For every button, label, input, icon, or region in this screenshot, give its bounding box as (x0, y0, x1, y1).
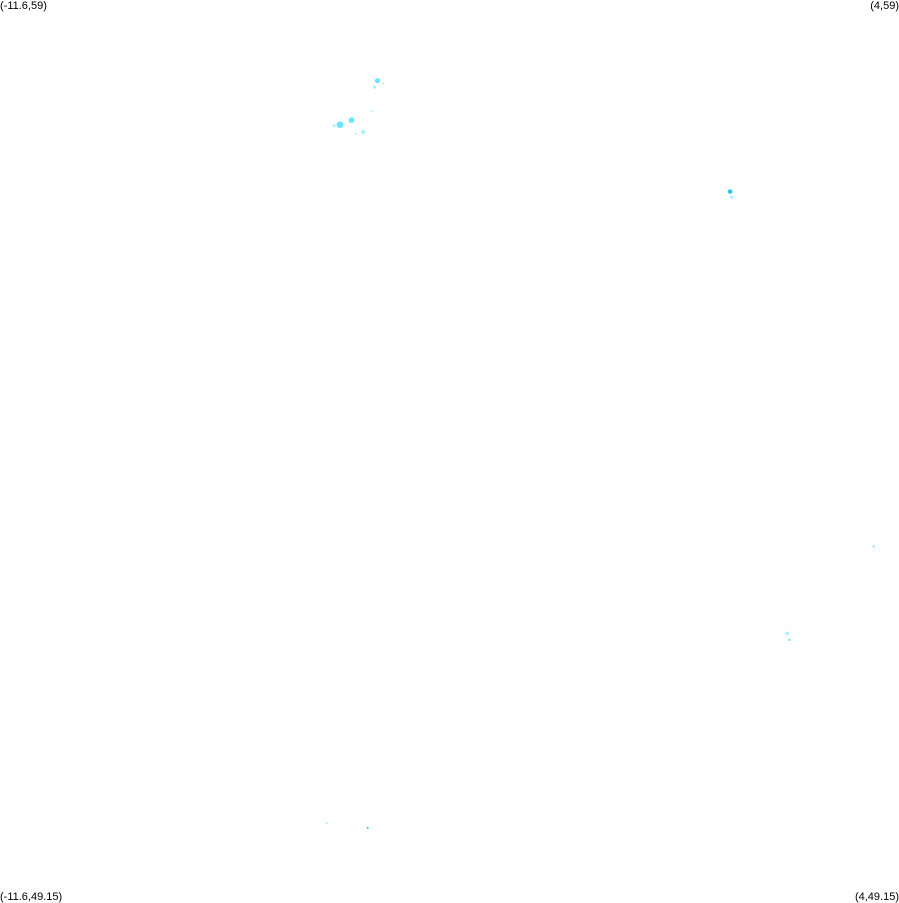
map-feature-f13 (785, 631, 790, 636)
map-feature-f4 (348, 117, 355, 123)
map-feature-f15 (325, 822, 328, 825)
corner-label-bottom-left: (-11.6,49.15) (0, 891, 63, 903)
map-feature-f14 (788, 638, 791, 642)
map-feature-f1 (374, 78, 381, 84)
corner-label-top-right: (4,59) (870, 0, 899, 12)
map-feature-f5 (336, 121, 344, 128)
map-feature-f12 (872, 545, 875, 548)
map-feature-f6 (332, 124, 336, 127)
map-feature-f3 (382, 82, 385, 85)
feature-layer (325, 78, 875, 829)
map-feature-f8 (354, 132, 358, 135)
map-feature-f7 (360, 129, 366, 135)
map-feature-f16 (366, 826, 369, 829)
map-feature-f9 (370, 109, 373, 112)
map-feature-f2 (372, 85, 377, 89)
map-feature-f11 (730, 195, 734, 199)
map-feature-f10 (727, 189, 733, 194)
corner-label-bottom-right: (4,49.15) (854, 891, 899, 903)
corner-label-top-left: (-11.6,59) (0, 0, 47, 12)
